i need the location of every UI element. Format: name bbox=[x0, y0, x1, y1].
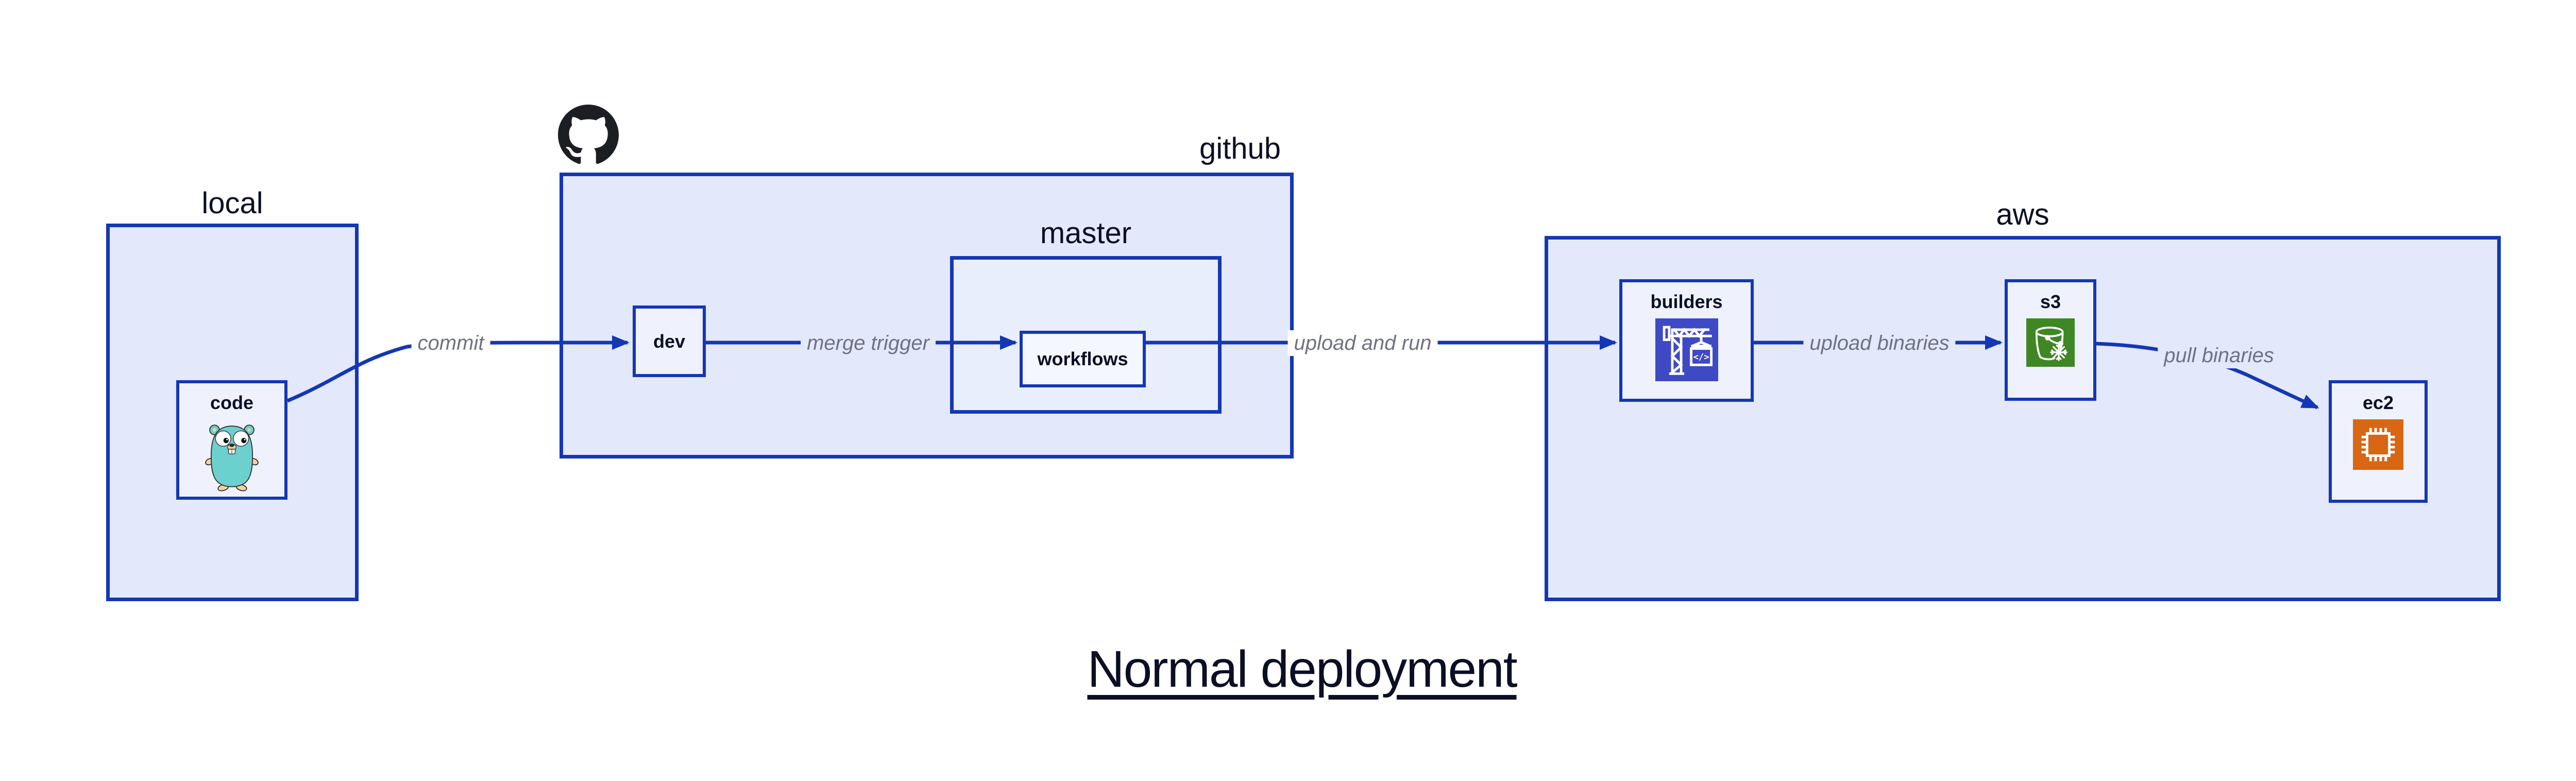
container-local-label: local bbox=[201, 186, 263, 220]
container-aws-label: aws bbox=[1996, 198, 2049, 231]
node-dev-label: dev bbox=[653, 330, 686, 352]
aws-ec2-chip-icon bbox=[2353, 419, 2403, 470]
node-s3: s3 bbox=[2005, 279, 2096, 401]
node-s3-label: s3 bbox=[2040, 291, 2061, 312]
codebuild-code-glyph: </> bbox=[1693, 352, 1709, 363]
node-workflows-label: workflows bbox=[1037, 348, 1128, 369]
node-ec2: ec2 bbox=[2329, 380, 2428, 503]
aws-codebuild-crane-icon: </> bbox=[1655, 318, 1718, 381]
edge-label-pull-binaries: pull binaries bbox=[2158, 343, 2280, 368]
edge-label-merge-trigger: merge trigger bbox=[801, 330, 936, 356]
node-builders: builders </> bbox=[1619, 279, 1754, 402]
aws-s3-bucket-icon bbox=[2026, 318, 2075, 367]
edge-label-upload-and-run: upload and run bbox=[1287, 330, 1438, 356]
edge-label-upload-binaries: upload binaries bbox=[1803, 330, 1956, 356]
node-dev: dev bbox=[633, 305, 706, 377]
node-code: code bbox=[176, 380, 287, 500]
edge-label-commit: commit bbox=[411, 330, 490, 356]
go-gopher-icon bbox=[205, 425, 259, 491]
github-octocat-icon bbox=[558, 105, 619, 164]
node-code-label: code bbox=[210, 392, 254, 413]
container-master-label: master bbox=[1040, 216, 1132, 250]
container-github-label: github bbox=[1199, 132, 1281, 165]
node-builders-label: builders bbox=[1650, 291, 1723, 312]
node-ec2-label: ec2 bbox=[2362, 392, 2394, 413]
diagram-title: Normal deployment bbox=[1087, 640, 1517, 698]
node-workflows: workflows bbox=[1020, 331, 1146, 387]
